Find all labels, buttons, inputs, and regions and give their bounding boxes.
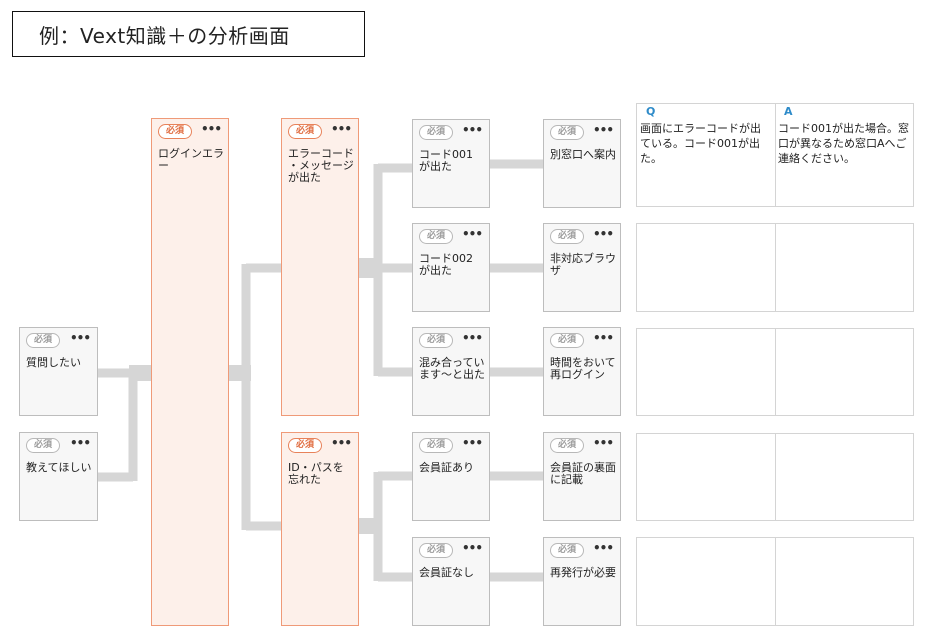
node-code-001[interactable]: 必須 ••• コード001 が出た (412, 119, 490, 208)
more-options-icon[interactable]: ••• (461, 227, 483, 241)
node-label: ID・パスを 忘れた (288, 461, 344, 486)
node-label: 再発行が必要 (550, 566, 616, 579)
required-badge: 必須 (419, 125, 453, 140)
more-options-icon[interactable]: ••• (200, 122, 222, 136)
node-error-code[interactable]: 必須 ••• エラーコード ・メッセージ が出た (281, 118, 359, 416)
required-badge: 必須 (550, 438, 584, 453)
qa-row[interactable] (636, 223, 914, 312)
qa-row[interactable] (636, 328, 914, 416)
more-options-icon[interactable]: ••• (330, 122, 352, 136)
more-options-icon[interactable]: ••• (69, 331, 91, 345)
more-options-icon[interactable]: ••• (330, 436, 352, 450)
more-options-icon[interactable]: ••• (592, 331, 614, 345)
node-label: 別窓口へ案内 (550, 148, 616, 161)
qa-header-q: Q (646, 105, 656, 118)
more-options-icon[interactable]: ••• (592, 541, 614, 555)
node-code-002[interactable]: 必須 ••• コード002 が出た (412, 223, 490, 312)
required-badge: 必須 (419, 543, 453, 558)
node-label: コード001 が出た (419, 148, 473, 173)
more-options-icon[interactable]: ••• (592, 227, 614, 241)
node-label: 混み合ってい ます～と出た (419, 356, 485, 381)
node-teach-me[interactable]: 必須 ••• 教えてほしい (19, 432, 98, 521)
required-badge: 必須 (26, 438, 60, 453)
required-badge: 必須 (550, 543, 584, 558)
more-options-icon[interactable]: ••• (69, 436, 91, 450)
node-answer-reissue[interactable]: 必須 ••• 再発行が必要 (543, 537, 621, 626)
required-badge: 必須 (419, 333, 453, 348)
qa-header: Q A (636, 103, 914, 119)
node-label: コード002 が出た (419, 252, 473, 277)
node-busy[interactable]: 必須 ••• 混み合ってい ます～と出た (412, 327, 490, 416)
more-options-icon[interactable]: ••• (461, 123, 483, 137)
node-login-error[interactable]: 必須 ••• ログインエラ ー (151, 118, 229, 626)
node-label: 会員証の裏面 に記載 (550, 461, 616, 486)
node-label: 時間をおいて 再ログイン (550, 356, 616, 381)
qa-row[interactable]: 画面にエラーコードが出 ている。コード001が出 た。 コード001が出た場合。… (636, 118, 914, 207)
node-member-no[interactable]: 必須 ••• 会員証なし (412, 537, 490, 626)
node-answer-card-back[interactable]: 必須 ••• 会員証の裏面 に記載 (543, 432, 621, 521)
required-badge: 必須 (288, 438, 322, 453)
required-badge: 必須 (550, 333, 584, 348)
required-badge: 必須 (26, 333, 60, 348)
node-answer-unsupported-browser[interactable]: 必須 ••• 非対応ブラウ ザ (543, 223, 621, 312)
more-options-icon[interactable]: ••• (461, 436, 483, 450)
node-label: ログインエラ ー (158, 147, 224, 172)
more-options-icon[interactable]: ••• (592, 436, 614, 450)
qa-header-a: A (784, 105, 793, 118)
more-options-icon[interactable]: ••• (461, 331, 483, 345)
node-label: 会員証なし (419, 566, 474, 579)
required-badge: 必須 (419, 229, 453, 244)
qa-answer-cell[interactable]: コード001が出た場合。窓 口が異なるため窓口Aへご 連絡ください。 (778, 122, 909, 165)
node-answer-relogin[interactable]: 必須 ••• 時間をおいて 再ログイン (543, 327, 621, 416)
node-answer-other-window[interactable]: 必須 ••• 別窓口へ案内 (543, 119, 621, 208)
required-badge: 必須 (419, 438, 453, 453)
more-options-icon[interactable]: ••• (461, 541, 483, 555)
node-label: 非対応ブラウ ザ (550, 252, 616, 277)
node-label: 質問したい (26, 356, 81, 369)
node-member-yes[interactable]: 必須 ••• 会員証あり (412, 432, 490, 521)
required-badge: 必須 (288, 124, 322, 139)
more-options-icon[interactable]: ••• (592, 123, 614, 137)
node-label: 教えてほしい (26, 461, 92, 474)
node-question[interactable]: 必須 ••• 質問したい (19, 327, 98, 416)
page-title: 例：Vext知識＋の分析画面 (12, 11, 365, 57)
qa-question-cell[interactable]: 画面にエラーコードが出 ている。コード001が出 た。 (640, 122, 761, 165)
node-label: エラーコード ・メッセージ が出た (288, 147, 354, 184)
required-badge: 必須 (158, 124, 192, 139)
qa-row[interactable] (636, 433, 914, 521)
node-label: 会員証あり (419, 461, 474, 474)
required-badge: 必須 (550, 229, 584, 244)
qa-row[interactable] (636, 537, 914, 626)
node-forgot-id-pass[interactable]: 必須 ••• ID・パスを 忘れた (281, 432, 359, 626)
required-badge: 必須 (550, 125, 584, 140)
